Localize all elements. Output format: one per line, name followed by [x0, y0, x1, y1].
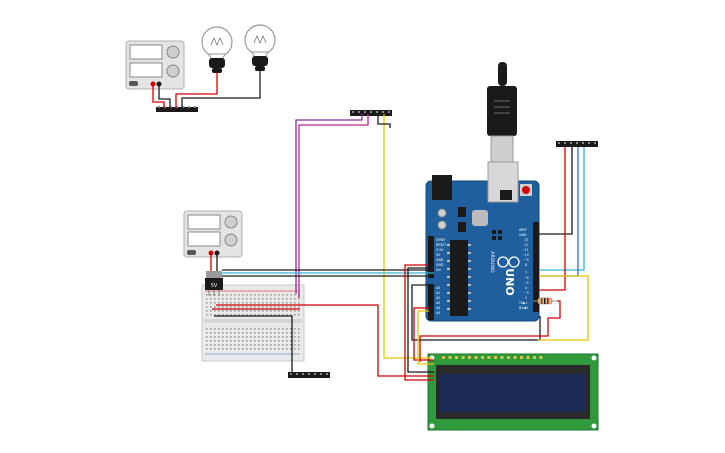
pin-label-d2: 2	[525, 296, 527, 300]
light-bulb-1[interactable]	[201, 26, 233, 73]
wires	[210, 114, 589, 381]
pin-label-d12: 12	[524, 243, 528, 247]
pin-label-vin: Vin	[436, 268, 441, 272]
pin-label-a3: A3	[436, 301, 440, 305]
header-bottom-left[interactable]	[288, 372, 330, 378]
header-top-center[interactable]	[350, 110, 392, 116]
pin-label-gnd2: GND	[436, 263, 444, 267]
power-supply-top[interactable]	[125, 40, 185, 90]
arduino-logo-icon	[497, 256, 520, 268]
arduino-uno-board[interactable]: ARDUINO UNO AREF GND 13 12 ~11 ~10 ~9 8 …	[425, 161, 540, 322]
pin-label-d7: 7	[525, 271, 527, 275]
breadboard[interactable]	[201, 284, 305, 362]
arduino-model: UNO	[503, 268, 516, 296]
pin-label-5v: 5V	[436, 253, 441, 257]
pin-label-d10: ~10	[522, 253, 529, 257]
lcd-screen	[440, 374, 586, 412]
power-supply-middle[interactable]	[183, 210, 243, 258]
lcd-16x2[interactable]	[427, 353, 599, 431]
pin-label-d9: ~9	[524, 258, 529, 262]
pin-label-d8: 8	[525, 263, 527, 267]
voltage-regulator[interactable]: 5V	[205, 271, 223, 296]
usb-cable[interactable]	[487, 62, 517, 163]
pin-label-d3: ~3	[524, 291, 529, 295]
pin-label-d11: ~11	[522, 248, 529, 252]
wires-top-left	[152, 71, 261, 108]
resistor[interactable]	[533, 297, 557, 305]
pin-label-d5: ~5	[524, 281, 529, 285]
arduino-brand: ARDUINO	[489, 251, 495, 273]
pin-label-gnd: GND	[519, 233, 527, 237]
pin-label-d13: 13	[524, 238, 528, 242]
lcd-pin-header	[442, 356, 543, 359]
breadboard-holes	[206, 294, 300, 350]
pin-label-a0: A0	[436, 286, 440, 290]
light-bulb-2[interactable]	[244, 24, 276, 71]
pin-label-tx: TX▶1	[518, 301, 528, 305]
relay-header-top[interactable]	[156, 106, 198, 112]
pin-label-reset: RESET	[436, 243, 446, 247]
pin-label-a2: A2	[436, 296, 440, 300]
pin-label-aref: AREF	[519, 228, 527, 232]
regulator-label: 5V	[211, 283, 218, 289]
pin-label-gnd1: GND	[436, 258, 444, 262]
pin-label-ioref: IOREF	[436, 238, 446, 242]
pin-label-d6: ~6	[524, 276, 529, 280]
pin-label-a1: A1	[436, 291, 440, 295]
pin-label-a4: A4	[436, 306, 440, 310]
pin-label-3v3: 3.3V	[436, 248, 444, 252]
header-right[interactable]	[556, 141, 598, 147]
pin-label-d4: 4	[525, 286, 527, 290]
pin-label-rx: RX◀0	[519, 306, 528, 310]
pin-label-a5: A5	[436, 311, 440, 315]
